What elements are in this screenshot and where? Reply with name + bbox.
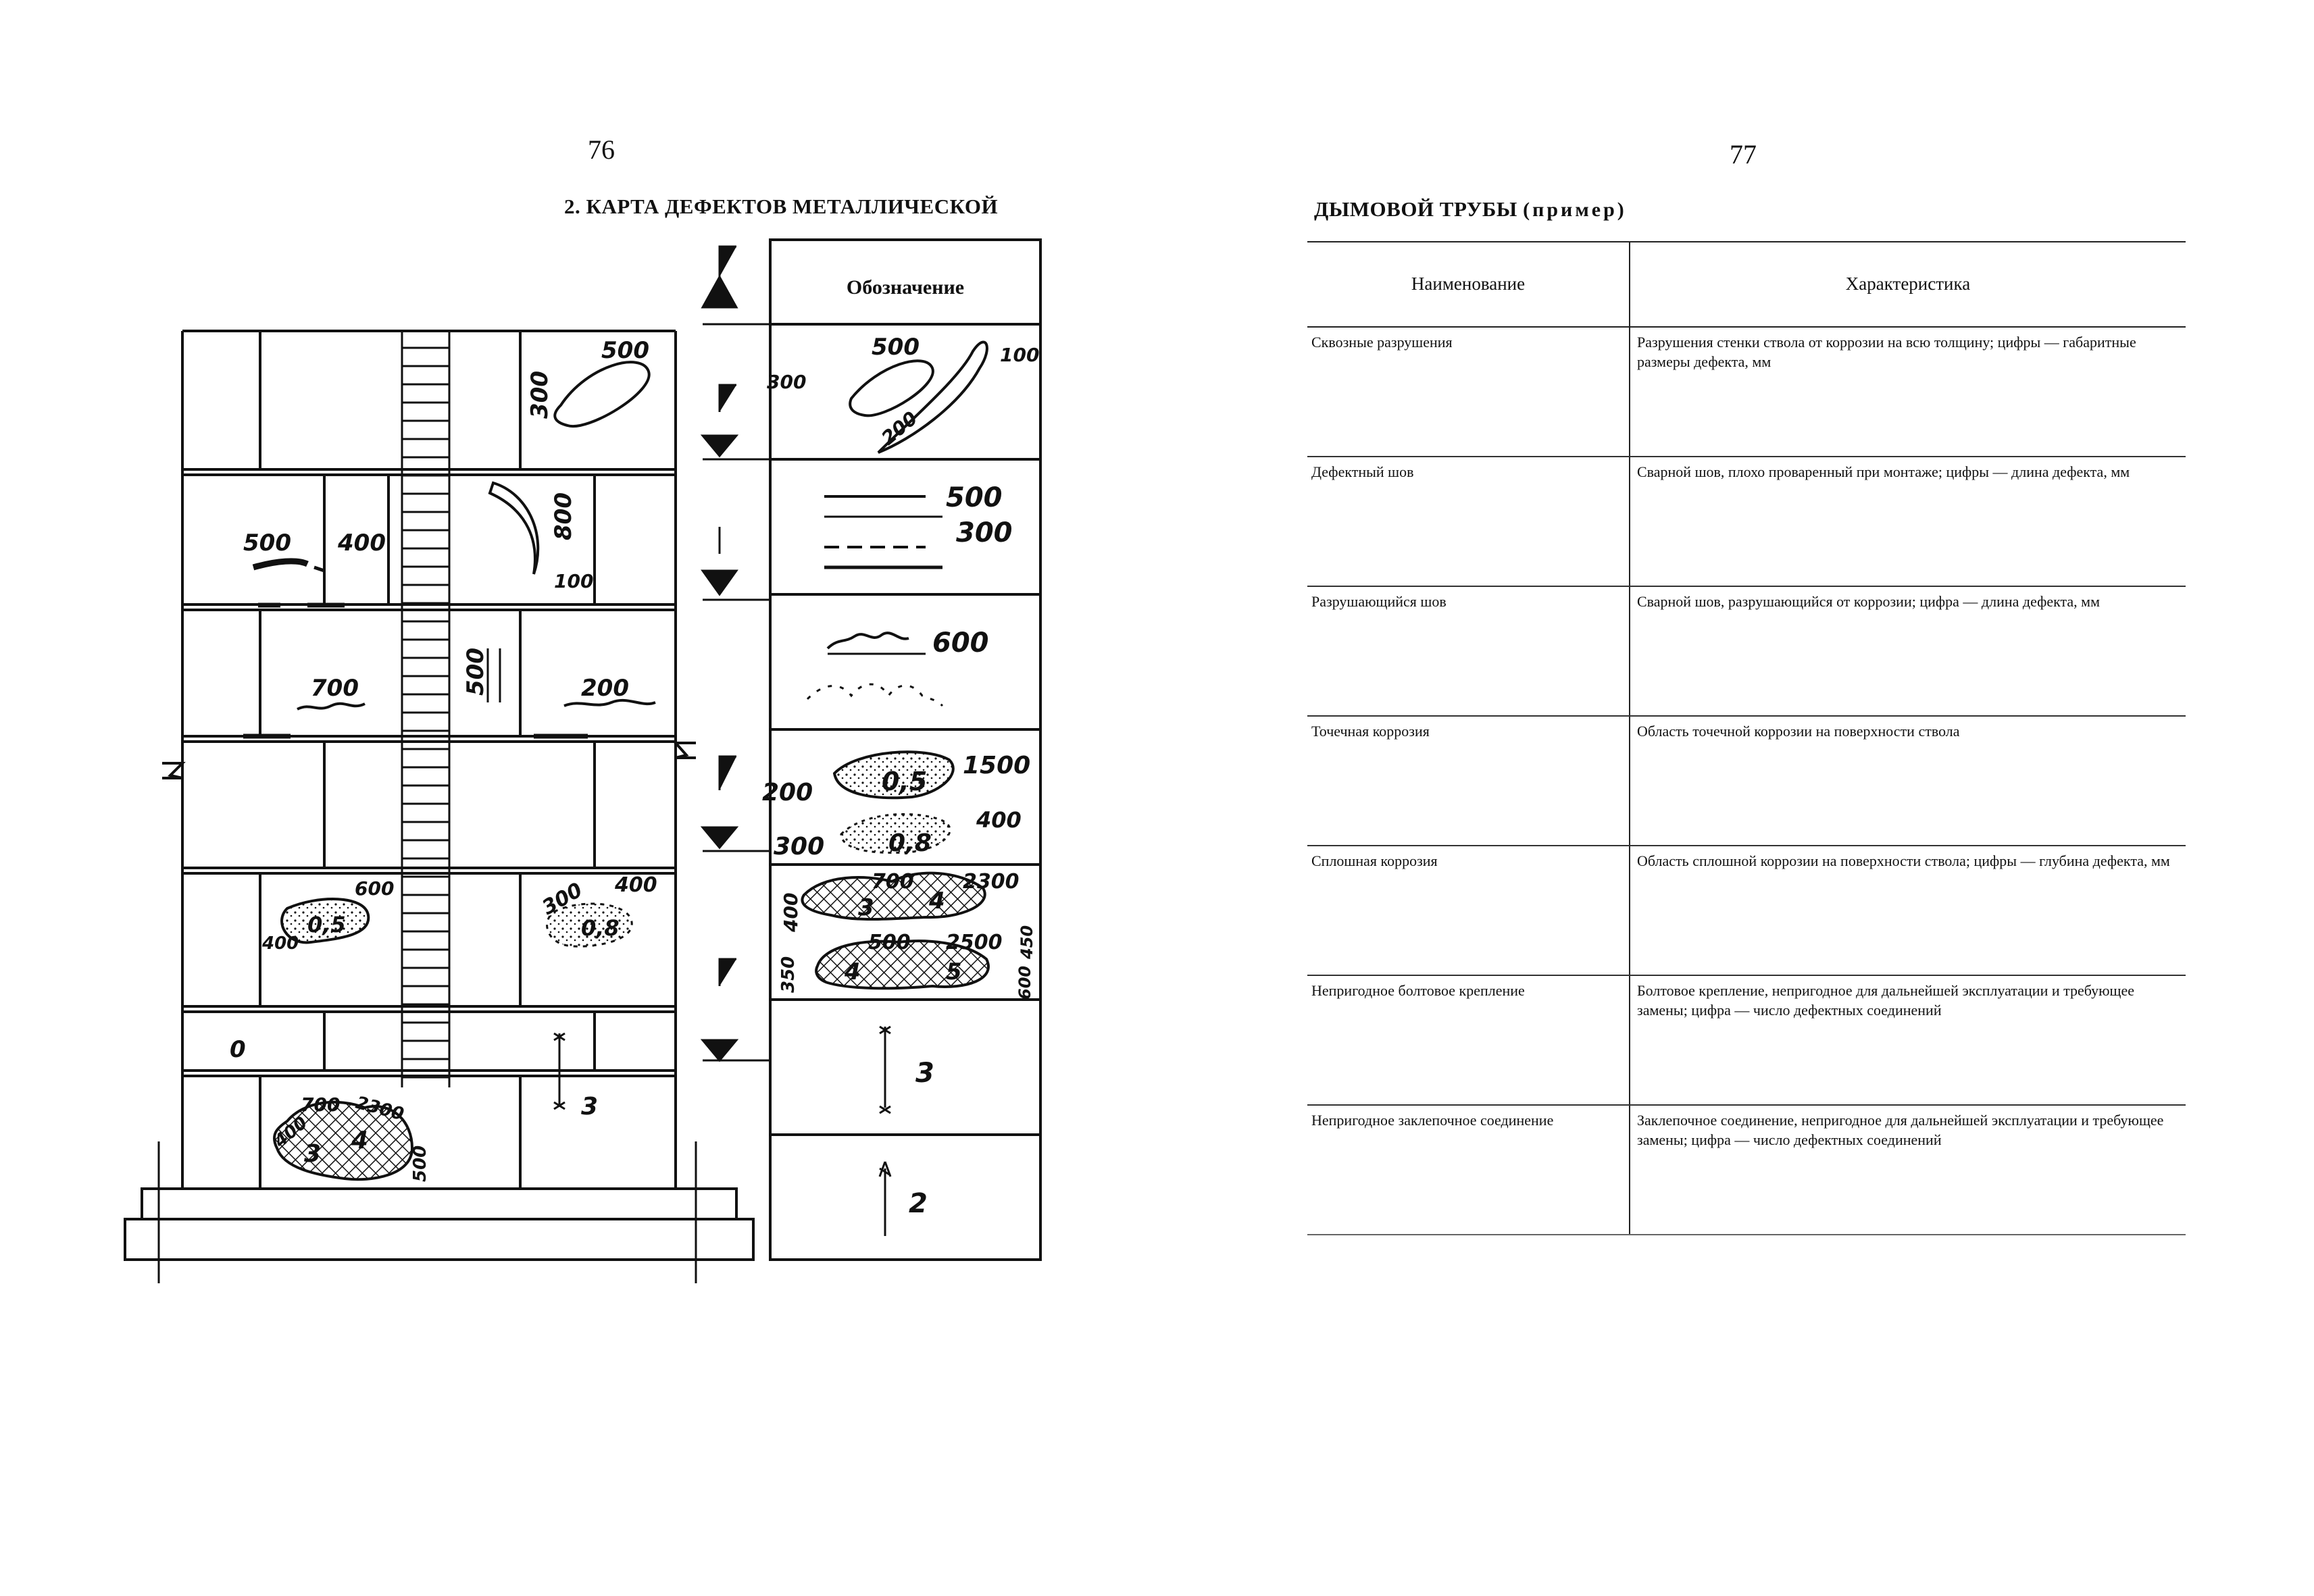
legend-label-s1: 500 (872, 334, 920, 361)
legend-label-s27: 2 (909, 1188, 928, 1219)
chimney-defect-drawing: Обозначение 500 300 500 400 800 100 700 … (124, 238, 1042, 1283)
legend-label-s18: 4 (928, 887, 945, 915)
row-name: Дефектный шов (1307, 457, 1630, 587)
wall-label-l6: 100 (554, 570, 593, 592)
title-paren: (пример) (1523, 199, 1627, 221)
ladder (401, 331, 451, 1087)
legend-label-s17: 3 (858, 894, 874, 921)
page-title-left: 2. КАРТА ДЕФЕКТОВ МЕТАЛЛИЧЕСКОЙ (564, 195, 999, 218)
wall-label-l2: 300 (526, 371, 553, 419)
wall-label-l10: 600 (355, 877, 394, 900)
wall-label-l3: 500 (243, 530, 291, 557)
wall-label-l21: 4 (351, 1127, 368, 1154)
page-number-right: 77 (1730, 139, 1757, 170)
wall-label-l11: 0,5 (307, 912, 346, 937)
wall-label-l5: 800 (550, 492, 577, 540)
wall-label-l14: 400 (614, 873, 657, 897)
wall-label-l16: 0 (230, 1036, 246, 1063)
table-header-row: Наименование Характеристика (1307, 241, 2186, 328)
row-name: Точечная коррозия (1307, 716, 1630, 846)
legend-label-s16: 400 (780, 893, 802, 933)
wall-label-l23: 3 (581, 1093, 598, 1121)
legend-label-s7: 600 (932, 627, 989, 659)
legend-label-s8: 200 (762, 779, 813, 806)
legend-label-s20: 2500 (946, 931, 1003, 954)
wall-label-l20: 3 (304, 1140, 321, 1168)
row-name: Непригодное заклепочное соединение (1307, 1105, 1630, 1235)
legend-label-s13: 400 (976, 807, 1022, 833)
row-description: Болтовое крепление, непригодное для даль… (1630, 975, 2186, 1106)
row-description: Заклепочное соединение, непригодное для … (1630, 1105, 2186, 1235)
row-name: Сквозные разрушения (1307, 327, 1630, 457)
row-description: Сварной шов, разрушающийся от коррозии; … (1630, 586, 2186, 717)
legend-label-s14: 700 (872, 870, 914, 894)
legend-label-s26: 3 (915, 1058, 934, 1089)
legend-label-s12: 0,8 (888, 829, 932, 857)
column-header-name: Наименование (1307, 241, 1630, 328)
legend-label-s15: 2300 (963, 870, 1020, 894)
row-name: Непригодное болтовое крепление (1307, 975, 1630, 1106)
legend-label-s23: 4 (844, 958, 861, 985)
level-markers (700, 245, 770, 1062)
row-name: Разрушающийся шов (1307, 586, 1630, 717)
legend-label-s2: 300 (767, 371, 806, 393)
legend-label-s9: 0,5 (882, 767, 927, 796)
wall-label-l18: 700 (301, 1093, 340, 1116)
wall-label-l12: 400 (261, 933, 299, 954)
legend-label-s11: 300 (774, 833, 824, 860)
legend-column (769, 238, 1042, 1261)
legend-label-s3: 100 (1000, 344, 1039, 366)
legend-label-s6: 300 (956, 517, 1013, 548)
row-description: Область точечной коррозии на поверхности… (1630, 716, 2186, 846)
wall-label-l9: 200 (581, 675, 629, 702)
legend-label-s10: 1500 (963, 752, 1030, 779)
wall-label-l1: 500 (601, 337, 649, 364)
legend-label-s19: 500 (868, 931, 911, 954)
wall-label-l7: 700 (311, 675, 359, 702)
row-description: Разрушения стенки ствола от коррозии на … (1630, 327, 2186, 457)
row-description: Область сплошной коррозии на поверхности… (1630, 846, 2186, 976)
page-title-right: ДЫМОВОЙ ТРУБЫ (пример) (1314, 197, 1627, 222)
legend-label-s21: 450 (1017, 925, 1036, 960)
wall-label-l8: 500 (462, 648, 489, 696)
legend-label-s24: 5 (946, 958, 962, 985)
chimney-base (124, 1141, 755, 1283)
page-number-left: 76 (588, 134, 615, 165)
row-description: Сварной шов, плохо проваренный при монта… (1630, 457, 2186, 587)
defect-legend-table: Наименование Характеристика Сквозные раз… (1307, 241, 2186, 1235)
legend-label-s22: 350 (778, 956, 799, 993)
legend-label-s25: 600 (1015, 966, 1034, 1000)
wall-label-l4: 400 (337, 530, 386, 557)
title-main: ДЫМОВОЙ ТРУБЫ (1314, 197, 1517, 221)
legend-label-s5: 500 (946, 482, 1003, 513)
legend-header: Обозначение (847, 276, 964, 299)
column-header-characteristic: Характеристика (1630, 241, 2186, 328)
wall-label-l22: 500 (410, 1145, 430, 1182)
row-name: Сплошная коррозия (1307, 846, 1630, 976)
wall-label-l15: 0,8 (581, 915, 620, 941)
